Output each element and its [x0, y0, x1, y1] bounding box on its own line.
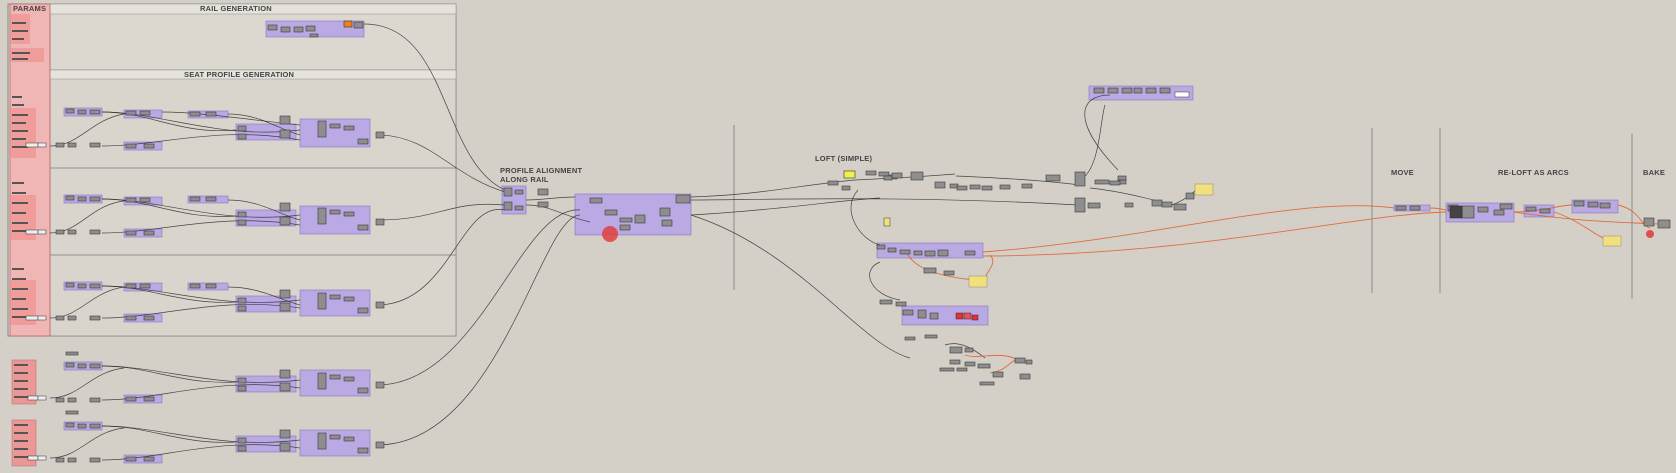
components[interactable] [55, 21, 1671, 463]
small-yellow-component [883, 217, 891, 227]
re-loft-as-arcs-label: RE-LOFT AS ARCS [1498, 168, 1569, 177]
profile-alignment-label-2: ALONG RAIL [500, 175, 549, 184]
panels[interactable] [343, 20, 1622, 321]
white-panel [1174, 91, 1190, 98]
reloft-dark-component [1449, 205, 1463, 219]
loft-simple-label: LOFT (SIMPLE) [815, 154, 872, 163]
rail-warning-component [343, 20, 353, 28]
seat-profile-generation-label: SEAT PROFILE GENERATION [184, 70, 294, 79]
reloft-panel [1602, 235, 1622, 247]
error-component-c [971, 314, 979, 321]
profile-alignment-label-1: PROFILE ALIGNMENT [500, 166, 583, 175]
section-separators [733, 125, 1633, 299]
error-marker[interactable] [602, 226, 618, 242]
selected-wires [904, 204, 1659, 374]
bake-label: BAKE [1643, 168, 1665, 177]
error-component-a [955, 312, 964, 320]
loft-output-panel [1194, 183, 1214, 196]
wires [49, 23, 1197, 461]
move-label: MOVE [1391, 168, 1414, 177]
error-component-b [963, 312, 972, 320]
params-label: PARAMS [13, 4, 46, 13]
params-group[interactable] [9, 3, 51, 467]
loft-secondary-panel [968, 275, 988, 288]
loft-yellow-panel [843, 170, 856, 179]
bake-error-marker[interactable] [1646, 230, 1654, 238]
rail-generation-label: RAIL GENERATION [200, 4, 272, 13]
